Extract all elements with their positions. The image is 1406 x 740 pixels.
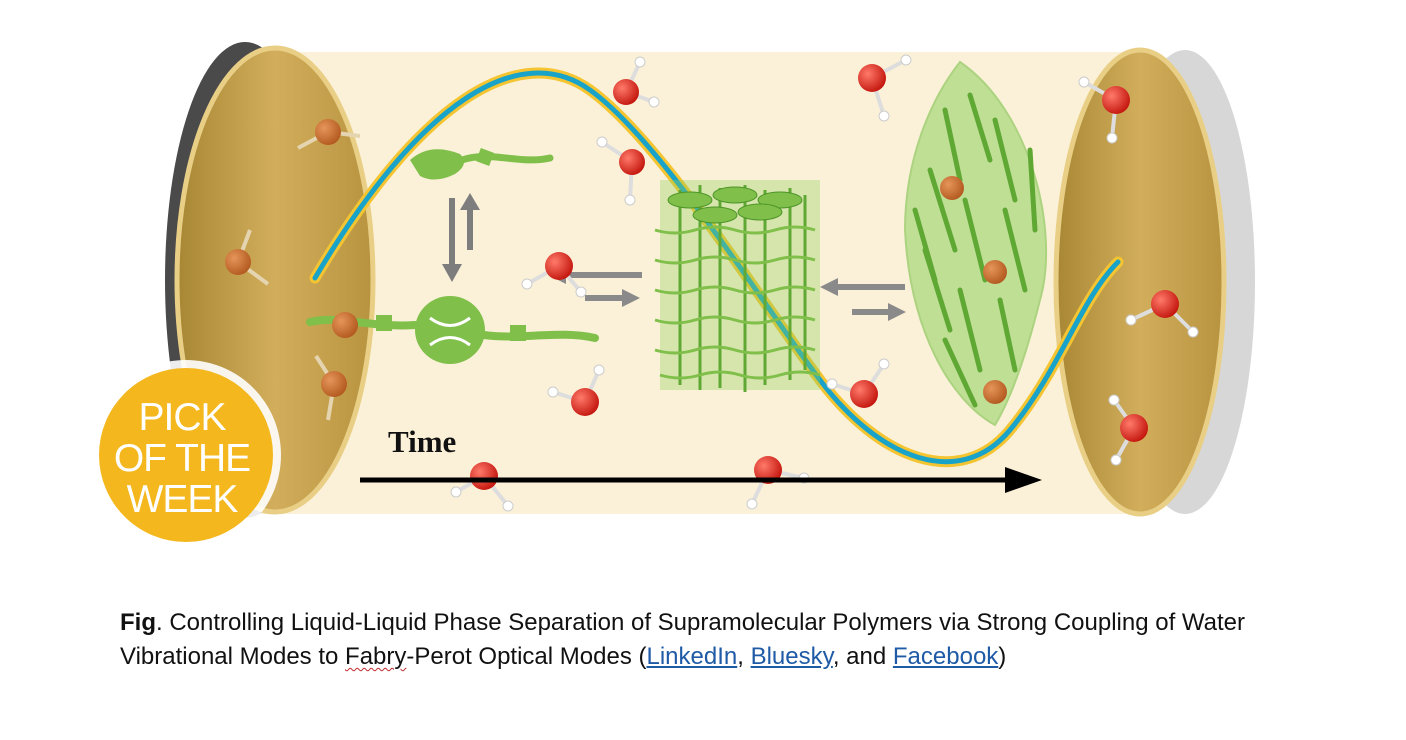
vertical-equilibrium-arrows xyxy=(442,193,480,282)
figure: Time PICK OF THE WEEK xyxy=(91,42,1255,550)
facebook-link[interactable]: Facebook xyxy=(892,643,999,670)
water-molecules xyxy=(225,54,1199,512)
caption-close: ) xyxy=(998,643,1007,670)
optical-mode-wave xyxy=(309,67,1124,468)
monomer-single xyxy=(410,148,554,180)
caption-fabry: Fabry xyxy=(345,643,407,670)
linkedin-link[interactable]: LinkedIn xyxy=(646,643,738,670)
right-equilibrium-arrows xyxy=(820,278,906,321)
badge-line-2: OF THE xyxy=(114,437,250,480)
caption-sep-2: , and xyxy=(832,643,893,670)
badge-line-1: PICK xyxy=(138,396,226,439)
caption-sep-1: , xyxy=(737,643,751,670)
monomer-dimer xyxy=(306,296,599,364)
cavity-illustration: Time PICK OF THE WEEK xyxy=(91,42,1255,550)
caption-text-2: -Perot Optical Modes ( xyxy=(406,643,647,670)
supramolecular-polymer-bundle xyxy=(654,180,821,392)
figure-caption: Fig. Controlling Liquid-Liquid Phase Sep… xyxy=(120,606,1310,674)
right-mirror xyxy=(1053,47,1255,517)
bluesky-link[interactable]: Bluesky xyxy=(750,643,833,670)
caption-text-1: . Controlling Liquid-Liquid Phase Separa… xyxy=(120,609,1246,670)
time-arrow: Time xyxy=(360,424,1042,493)
time-label: Time xyxy=(388,424,456,459)
phase-separated-droplet xyxy=(903,60,1047,427)
badge-line-3: WEEK xyxy=(127,478,239,521)
pick-of-the-week-badge: PICK OF THE WEEK xyxy=(91,360,281,550)
caption-lead: Fig xyxy=(120,609,156,636)
